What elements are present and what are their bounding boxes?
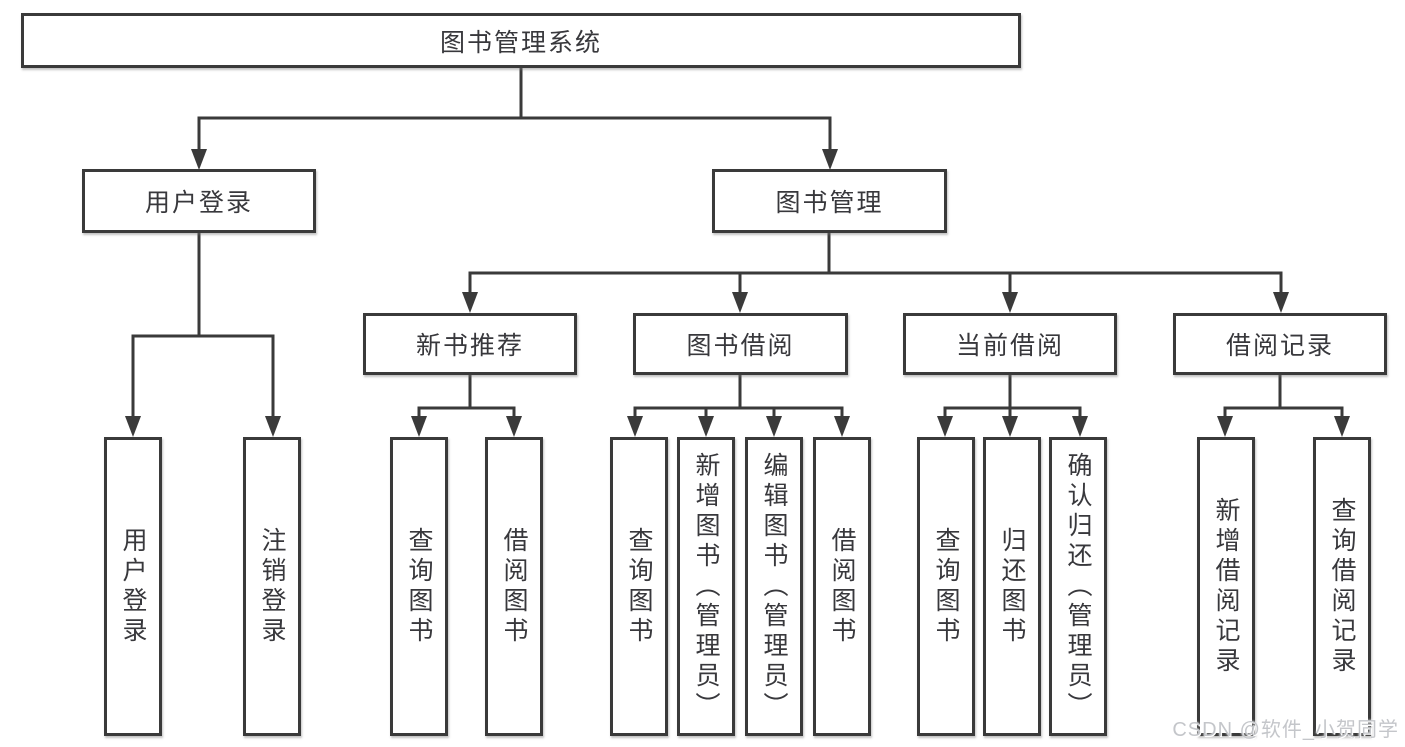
node-leaf-bb-query-books: 查询图书 [610, 437, 668, 736]
node-leaf-br-add-record: 新增借阅记录 [1197, 437, 1255, 736]
node-current-borrow: 当前借阅 [903, 313, 1117, 375]
node-book-mgmt: 图书管理 [712, 169, 947, 233]
csdn-watermark: CSDN @软件_小贺同学 [1172, 719, 1399, 741]
node-leaf-cb-query-books: 查询图书 [917, 437, 975, 736]
node-new-book-rec: 新书推荐 [363, 313, 577, 375]
node-leaf-rec-borrow-books: 借阅图书 [485, 437, 543, 736]
node-book-borrow: 图书借阅 [633, 313, 848, 375]
node-leaf-bb-borrow-books: 借阅图书 [813, 437, 871, 736]
node-leaf-br-query-record: 查询借阅记录 [1313, 437, 1371, 736]
node-leaf-cb-confirm-return-admin: 确认归还（管理员） [1049, 437, 1107, 736]
node-borrow-records: 借阅记录 [1173, 313, 1387, 375]
node-leaf-bb-edit-books-admin: 编辑图书（管理员） [745, 437, 803, 736]
node-leaf-bb-add-books-admin: 新增图书（管理员） [677, 437, 735, 736]
node-leaf-logout: 注销登录 [243, 437, 301, 736]
node-root: 图书管理系统 [21, 13, 1021, 68]
node-leaf-user-login: 用户登录 [104, 437, 162, 736]
node-leaf-rec-query-books: 查询图书 [390, 437, 448, 736]
node-user-login: 用户登录 [82, 169, 316, 233]
node-leaf-cb-return-books: 归还图书 [983, 437, 1041, 736]
